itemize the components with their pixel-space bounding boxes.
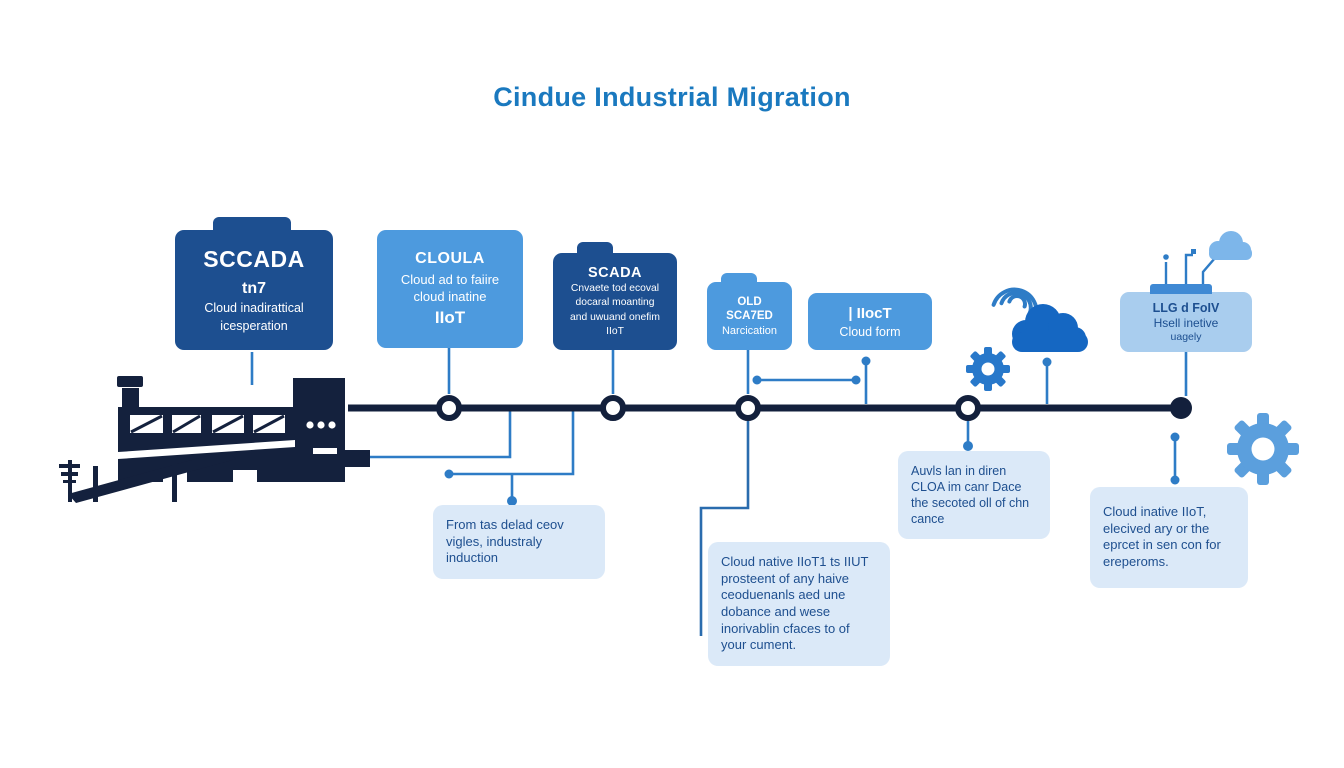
timeline-node-4 [955, 395, 981, 421]
stage-title: SCADA [587, 264, 643, 281]
stage-title: CLOULA [415, 250, 485, 268]
stage-text: Hsell inetive [1153, 316, 1219, 330]
folder-tab [721, 273, 757, 284]
stage-box-old-scazed: OLD SCA7ED Narcication [707, 273, 792, 350]
stage-subtitle: IIoT [434, 307, 466, 327]
stage-text: Cloud inadirattical [204, 301, 304, 315]
stage-box-sccada: SCCADA tn7 Cloud inadirattical icesperat… [175, 217, 333, 350]
stage-text: uagely [1170, 331, 1202, 343]
factory-icon [59, 376, 370, 503]
stage-text: icesperation [220, 319, 288, 333]
timeline-node-2 [600, 395, 626, 421]
folder-tab [213, 217, 291, 233]
stage-title: OLD [737, 295, 762, 308]
stage-title: LLG d FoIV [1152, 301, 1220, 315]
stage-text: Cnvaete tod ecoval [570, 282, 660, 294]
folder-tab [1150, 284, 1212, 294]
annotation-note-3: Auvls lan in diren CLOA im canr Dace the… [898, 451, 1050, 539]
stage-title: SCCADA [203, 246, 305, 272]
stage-subtitle: SCA7ED [726, 310, 773, 322]
stage-box-cloula: CLOULA Cloud ad to faiire cloud inatine … [377, 230, 523, 348]
stage-box-llg: LLG d FoIV Hsell inetive uagely [1120, 284, 1252, 352]
stage-text: Cloud ad to faiire [400, 272, 500, 288]
stage-box-scada: SCADA Cnvaete tod ecoval docaral moantin… [553, 242, 677, 350]
folder-tab [577, 242, 613, 255]
stage-text: cloud inatine [413, 288, 487, 304]
small-cloud-icon [1209, 231, 1252, 260]
factory-dots [306, 421, 337, 454]
stage-text: docaral moanting [575, 297, 655, 309]
page-title: Cindue Industrial Migration [493, 82, 851, 112]
stage-text: Cloud form [839, 324, 901, 339]
gear-icon [966, 347, 1010, 391]
antenna-icon [1163, 249, 1220, 288]
factory-windows [130, 414, 285, 434]
connector-timeline-factory [365, 410, 512, 459]
annotation-note-2: Cloud native IIoT1 ts IIUT prosteent of … [708, 542, 890, 666]
annotation-note-1: From tas delad ceov vigles, industraly i… [433, 505, 605, 579]
connector-node-note2 [699, 421, 750, 636]
connector-timeline-dot [449, 410, 575, 476]
stage-text: and uwuand onefim [570, 311, 660, 323]
cloud-icon [1012, 304, 1088, 352]
timeline-node-1 [436, 395, 462, 421]
connector-lines [250, 348, 1188, 500]
stage-subtitle: tn7 [242, 280, 266, 297]
timeline-node-3 [735, 395, 761, 421]
stage-text: IIoT [606, 325, 624, 337]
timeline-terminal-node [1170, 397, 1192, 419]
stage-box-iiot-cloud: | IIocT Cloud form [808, 293, 932, 350]
stage-text: Narcication [721, 325, 778, 338]
stage-title: | IIocT [848, 304, 892, 322]
gear-icon [1227, 413, 1299, 485]
connector-dots [444, 356, 1180, 506]
annotation-note-4: Cloud inative IIoT, elecived ary or the … [1090, 487, 1248, 588]
